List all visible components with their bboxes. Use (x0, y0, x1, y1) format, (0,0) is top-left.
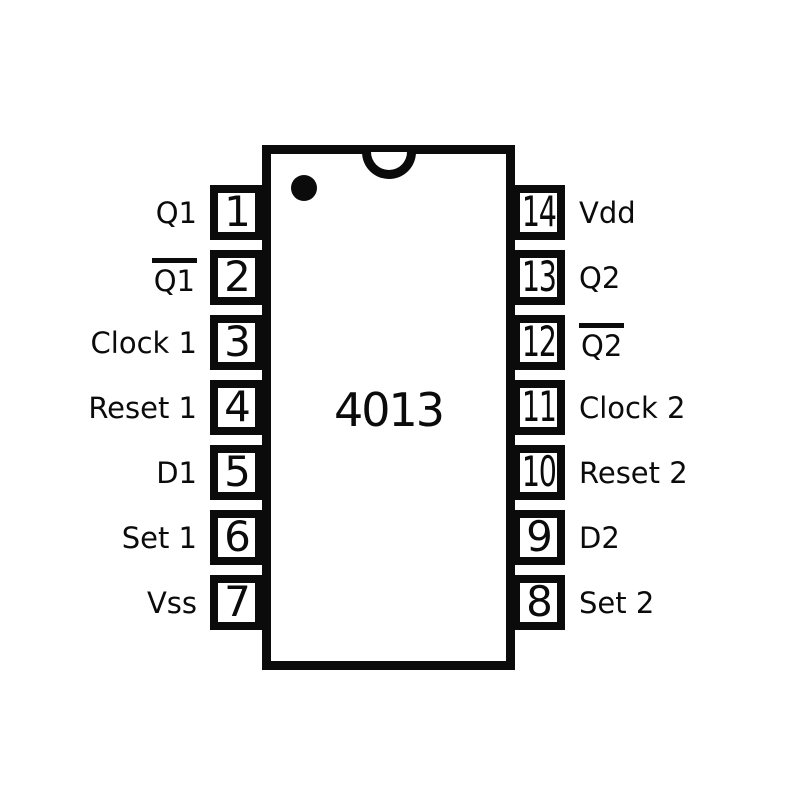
pin-row-3: Clock 1 3 12 Q2 (0, 315, 800, 370)
pin-box-left: 4 (210, 380, 263, 435)
pin-label-right: Reset 2 (579, 455, 688, 490)
pin-label-right: Clock 2 (579, 390, 686, 425)
pin-box-left: 5 (210, 445, 263, 500)
pin-row-7: Vss 7 8 Set 2 (0, 575, 800, 630)
ic-body: 4013 (262, 145, 515, 670)
pin-row-2: Q1 2 13 Q2 (0, 250, 800, 305)
pin-label-right: D2 (579, 520, 620, 555)
pin-box-right: 11 (512, 380, 565, 435)
pin-label-right: Vdd (579, 195, 636, 230)
pin-box-left: 1 (210, 185, 263, 240)
pin-row-4: Reset 1 4 11 Clock 2 (0, 380, 800, 435)
pin-box-right: 12 (512, 315, 565, 370)
notch-icon (361, 152, 416, 179)
pin-label-right: Q2 (579, 260, 621, 295)
pin-label-left: Reset 1 (88, 390, 197, 425)
pin-box-left: 6 (210, 510, 263, 565)
pin-box-right: 9 (512, 510, 565, 565)
pin-box-right: 13 (512, 250, 565, 305)
pin1-dot-icon (291, 175, 317, 201)
pin-row-5: D1 5 10 Reset 2 (0, 445, 800, 500)
pin-box-left: 3 (210, 315, 263, 370)
pin-label-left: Q1 (0, 250, 197, 305)
pin-box-right: 10 (512, 445, 565, 500)
pin-label-left: D1 (156, 455, 197, 490)
pin-label-right: Q2 (579, 315, 794, 370)
pin-box-right: 14 (512, 185, 565, 240)
pin-label-left: Set 1 (121, 520, 197, 555)
pin-row-6: Set 1 6 9 D2 (0, 510, 800, 565)
pin-box-right: 8 (512, 575, 565, 630)
pin-label-left: Vss (146, 585, 197, 620)
pin-box-left: 7 (210, 575, 263, 630)
part-number: 4013 (333, 382, 445, 437)
pin-label-left: Q1 (155, 195, 197, 230)
pin-label-right: Set 2 (579, 585, 655, 620)
pin-box-left: 2 (210, 250, 263, 305)
pin-row-1: Q1 1 14 Vdd (0, 185, 800, 240)
pin-label-left: Clock 1 (90, 325, 197, 360)
